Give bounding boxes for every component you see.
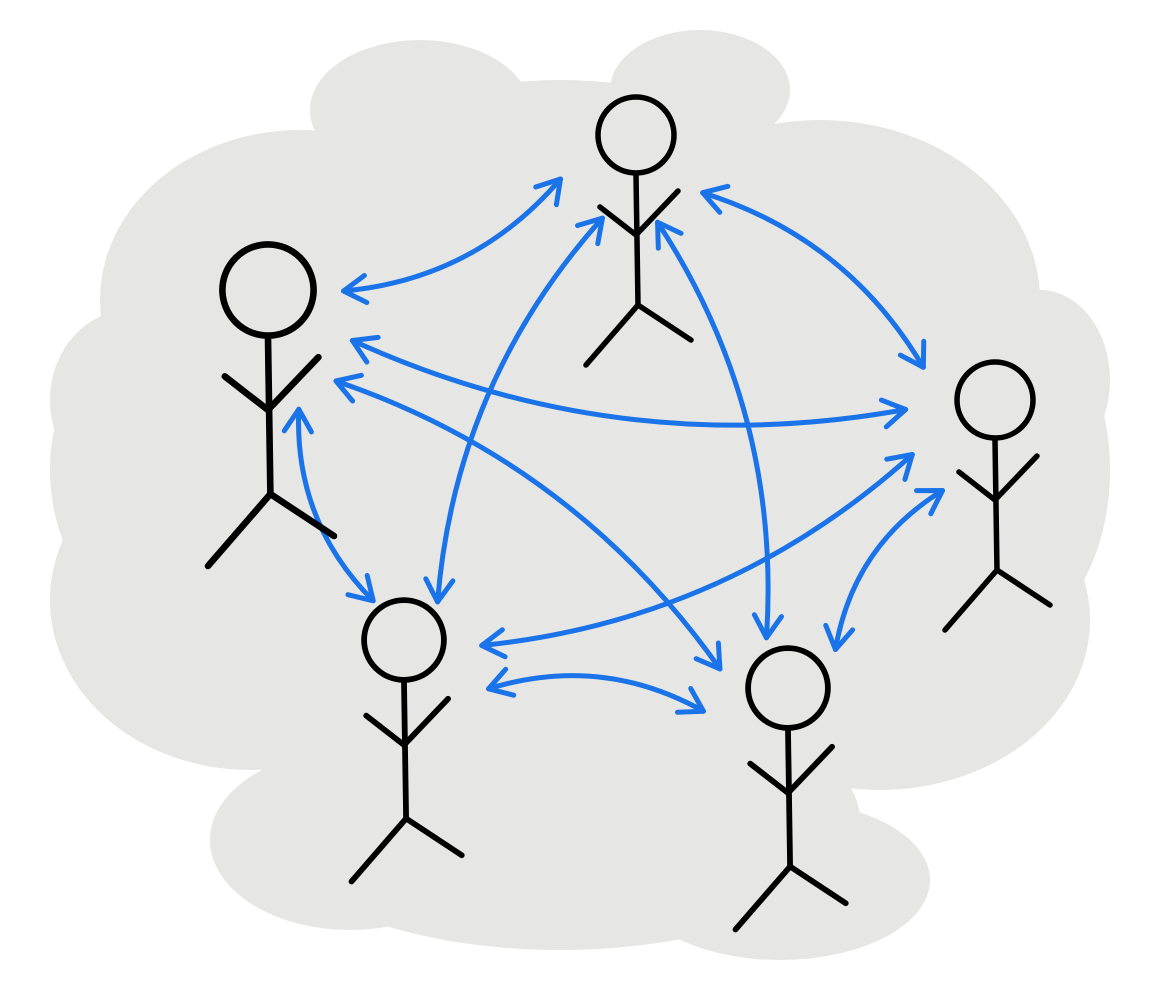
person-right	[942, 359, 1053, 633]
arrowhead	[878, 397, 909, 430]
arrow-top-bottom-left	[423, 215, 605, 605]
arrow-left-right	[349, 334, 909, 430]
cloud-background	[50, 30, 1110, 960]
torso	[992, 437, 1000, 573]
arrow-line	[655, 219, 771, 641]
legs	[204, 490, 338, 570]
legs	[942, 567, 1053, 633]
arrowhead	[423, 576, 456, 605]
arrowhead	[575, 215, 605, 247]
arrow-line	[296, 406, 376, 604]
legs	[583, 302, 694, 368]
arms	[221, 353, 322, 414]
arrow-left-bottom-left	[281, 406, 376, 604]
arrow-line	[832, 488, 946, 652]
arrowhead	[281, 406, 314, 435]
arrow-top-bottom-right	[655, 219, 784, 641]
arrowhead	[674, 686, 706, 715]
legs	[348, 815, 465, 885]
arms	[363, 695, 451, 748]
arrow-line	[479, 451, 915, 649]
arrowhead	[486, 666, 517, 698]
arms	[956, 453, 1040, 503]
arrowhead	[823, 622, 856, 652]
legs	[732, 863, 849, 933]
arrow-right-bottom-right	[823, 488, 946, 652]
arrowhead	[700, 183, 731, 215]
person-top	[583, 94, 694, 368]
arrow-top-right	[700, 183, 927, 370]
arrowhead	[914, 488, 946, 517]
arrow-left-top	[341, 176, 563, 306]
arrowhead	[884, 451, 915, 482]
people	[204, 94, 1053, 933]
arrowhead	[333, 372, 364, 404]
arrowhead	[341, 272, 370, 306]
arrow-line	[333, 378, 723, 672]
arrowhead	[751, 612, 784, 641]
arrow-line	[700, 190, 926, 370]
person-left	[204, 241, 338, 570]
torso	[264, 334, 274, 498]
arrowhead	[655, 219, 684, 251]
arrow-line	[341, 176, 563, 294]
arrow-right-bottom-left	[479, 451, 915, 660]
arrowhead	[345, 572, 376, 604]
arrow-line	[435, 215, 605, 605]
torso	[633, 172, 641, 308]
arrowhead	[897, 338, 927, 370]
arrowhead	[693, 640, 723, 672]
arrowhead	[349, 334, 381, 365]
arms	[597, 188, 681, 238]
arrowhead	[533, 176, 563, 208]
connection-arrows	[281, 176, 946, 715]
arrow-bottom-left-bottom-right	[486, 666, 706, 715]
arrow-line	[486, 673, 706, 714]
arrow-line	[349, 338, 909, 428]
person-bottom-left	[348, 597, 465, 885]
arms	[747, 743, 835, 796]
torso	[785, 727, 793, 870]
arrowhead	[479, 627, 508, 660]
arrow-left-bottom-right	[333, 372, 723, 672]
person-bottom-right	[732, 645, 849, 933]
torso	[401, 679, 409, 822]
